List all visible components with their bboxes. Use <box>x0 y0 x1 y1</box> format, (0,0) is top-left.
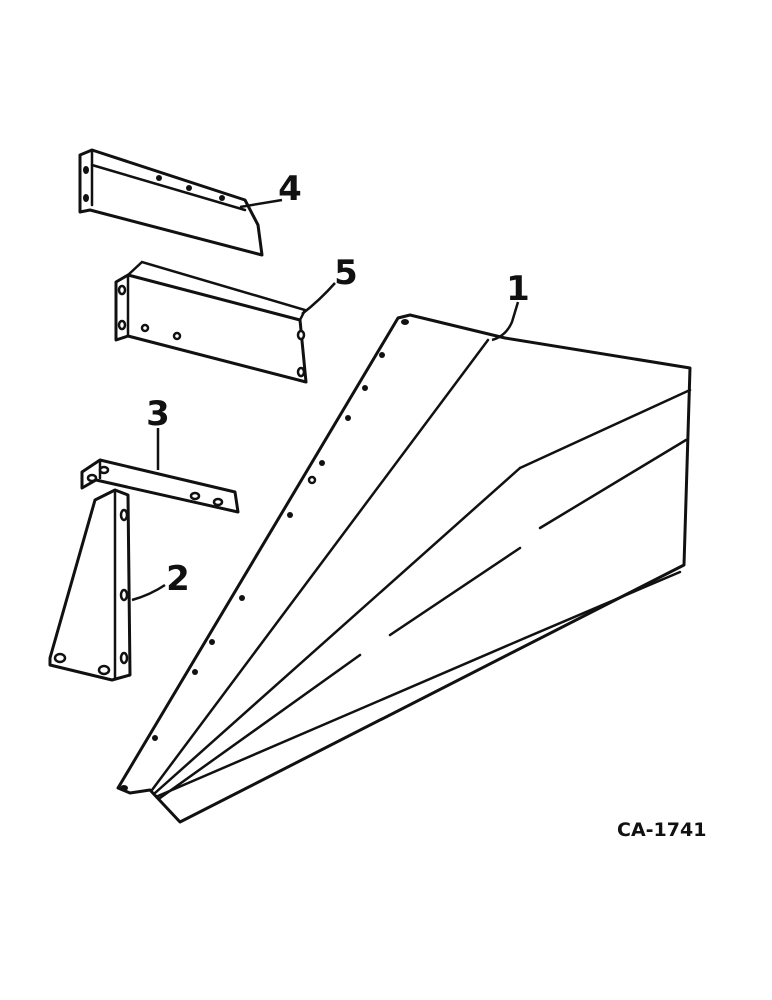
callout-5: 5 <box>334 253 358 293</box>
leader-4 <box>239 198 283 209</box>
callout-2: 2 <box>166 559 190 599</box>
part-2-support-gusset <box>48 488 132 682</box>
leader-lines <box>131 198 520 602</box>
leader-5 <box>301 282 336 315</box>
part-3-angle-bracket <box>80 458 240 514</box>
callout-3: 3 <box>146 394 170 434</box>
part-5-channel-plate <box>114 260 308 384</box>
callout-4: 4 <box>278 169 302 209</box>
part-1-hood <box>116 313 692 824</box>
callouts: 1 2 3 4 5 <box>146 169 530 599</box>
leader-2 <box>131 583 166 602</box>
part-4-shield-plate <box>78 148 264 257</box>
reference-code: CA-1741 <box>617 819 706 841</box>
callout-1: 1 <box>506 269 530 309</box>
leader-1 <box>491 301 520 342</box>
